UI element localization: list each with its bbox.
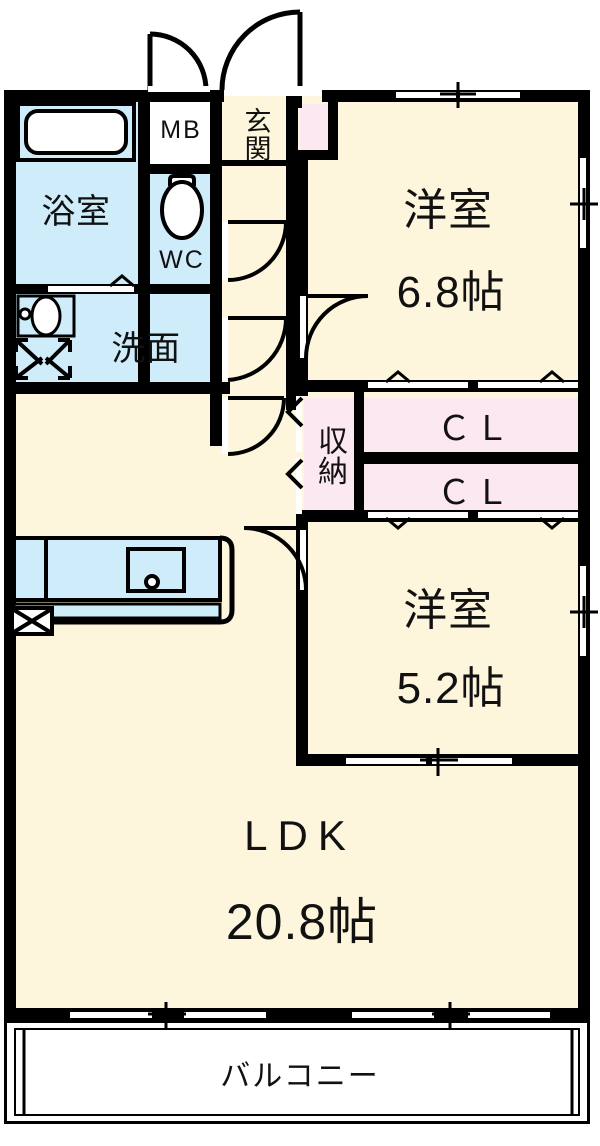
wall-mb-bottom (138, 164, 220, 174)
entry-door-left-icon (147, 31, 210, 92)
wall-closet-divider (354, 452, 586, 464)
room-fill-balcony (10, 1030, 590, 1120)
balcony-rail-inner (14, 1028, 580, 1116)
wall-exterior-top-right (328, 90, 590, 102)
room-fill-closet-upper (364, 398, 586, 452)
wall-shoe-cabinet-bottom (296, 150, 338, 160)
wall-bathroom-bottom (14, 284, 142, 294)
room-fill-closet-lower (364, 462, 586, 516)
balcony-rail-outer (4, 1020, 590, 1124)
label-toilet: WC (159, 245, 205, 274)
wall-entrance-step (222, 160, 288, 166)
label-bathroom: 浴室 (41, 192, 111, 231)
room-fill-bedroom-1 (304, 96, 586, 380)
wall-hallway-right (286, 96, 298, 396)
wall-exterior-right (578, 90, 590, 1020)
wall-bedroom1-left (296, 158, 308, 396)
label-bedroom2-area: 5.2帖 (396, 664, 506, 713)
label-storage: 収納 (313, 425, 346, 487)
wall-washroom-bottom (4, 382, 230, 394)
label-closet-lower: ＣＬ (437, 473, 513, 512)
wall-bedroom2-bottom (296, 754, 586, 766)
label-balcony: バルコニー (220, 1060, 380, 1093)
shoe-cabinet-fill (300, 104, 330, 152)
label-entrance: 玄関 (240, 107, 271, 163)
label-bedroom1-area: 6.8帖 (396, 268, 506, 317)
wall-storage-left (286, 392, 298, 410)
wall-wc-right (210, 96, 222, 294)
entry-door-right-icon (219, 9, 304, 92)
wall-bedroom1-bottom (296, 380, 586, 392)
wall-hallway-left-upper (210, 294, 222, 390)
wall-entry-threshold-right (322, 90, 332, 102)
room-fill-meter-box (148, 96, 216, 168)
label-closet-upper: ＣＬ (437, 409, 513, 448)
wall-wc-bottom (138, 284, 222, 294)
wall-bedroom2-left (296, 510, 308, 762)
label-bedroom1-name: 洋室 (403, 186, 493, 235)
wall-exterior-top-left (4, 90, 218, 102)
label-meter-box: MB (160, 115, 202, 144)
wall-hall-stub (210, 394, 222, 446)
wall-exterior-bottom (4, 1008, 590, 1020)
wall-shoe-cabinet-left (294, 96, 302, 108)
label-ldk-area: 20.8帖 (225, 894, 379, 950)
label-ldk-name: LDK (244, 812, 356, 859)
wall-shoe-cabinet-right (328, 96, 338, 158)
wall-storage-right (354, 392, 364, 520)
room-fill-storage (304, 398, 354, 516)
label-washroom: 洗面 (111, 329, 181, 368)
label-bedroom2-name: 洋室 (403, 586, 493, 635)
wall-exterior-left (4, 90, 16, 1020)
